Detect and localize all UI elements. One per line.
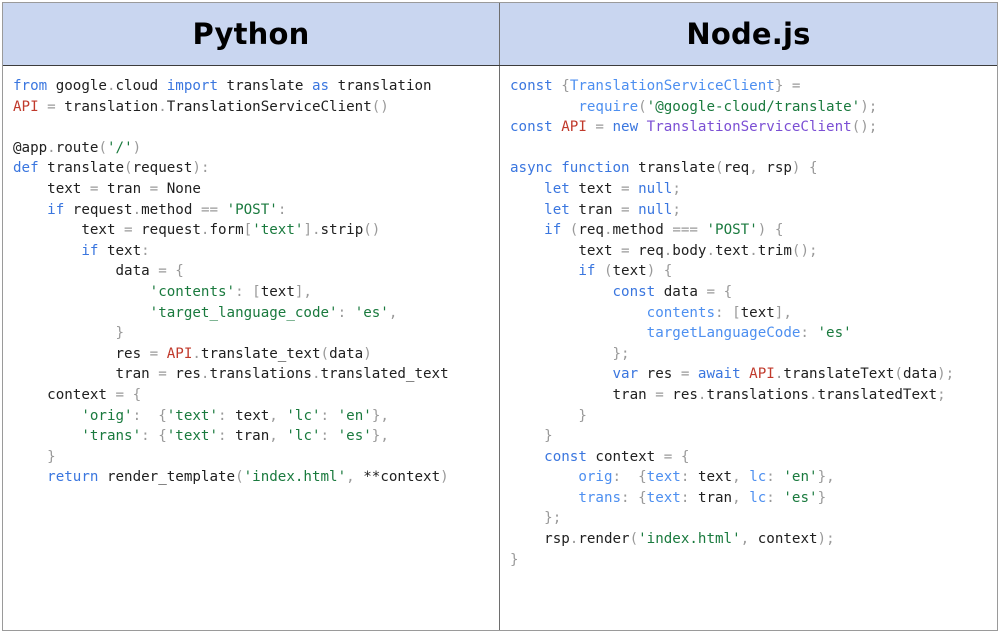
code-cell-python: from google.cloud import translate as tr…: [3, 66, 500, 630]
code-cell-nodejs: const {TranslationServiceClient} = requi…: [500, 66, 997, 630]
table-body-row: from google.cloud import translate as tr…: [3, 66, 997, 630]
column-header-nodejs: Node.js: [500, 3, 997, 65]
column-header-python: Python: [3, 3, 500, 65]
column-header-label: Node.js: [686, 17, 811, 51]
column-header-label: Python: [192, 17, 310, 51]
table-header-row: Python Node.js: [3, 3, 997, 66]
python-code-block: from google.cloud import translate as tr…: [13, 78, 449, 486]
nodejs-code-block: const {TranslationServiceClient} = requi…: [510, 78, 955, 568]
